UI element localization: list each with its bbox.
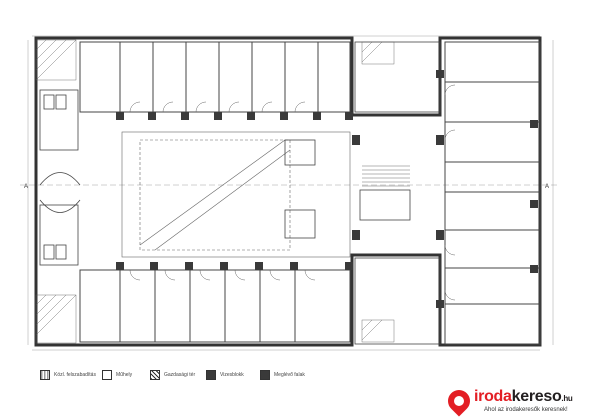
legend-label: Közl. felszabadítás [54, 372, 96, 378]
legend-item: Vizesblokk [206, 368, 244, 382]
legend-swatch-plain [102, 370, 112, 380]
legend-label: Gazdasági tér [164, 372, 196, 378]
legend-item: Műhely [102, 368, 132, 382]
legend-item: Meglévő falak [260, 368, 305, 382]
legend-swatch-hatch [150, 370, 160, 380]
central-core [284, 41, 441, 345]
logo-wordmark: irodakereso.hu [474, 388, 573, 405]
axis-marker-right: A [545, 184, 549, 190]
floor-plan: A A [20, 35, 560, 351]
rooms-top [79, 41, 351, 113]
courtyard [121, 131, 351, 258]
legend-swatch-dark [260, 370, 270, 380]
rooms-bottom [79, 269, 351, 343]
axis-marker-left: A [24, 184, 28, 190]
axis-markers: A A [24, 184, 549, 190]
legend-label: Vizesblokk [220, 372, 244, 378]
hatched-areas [35, 39, 395, 344]
door-swings [129, 84, 456, 301]
legend: Közl. felszabadítás Műhely Gazdasági tér… [40, 368, 360, 382]
legend-item: Közl. felszabadítás [40, 368, 96, 382]
legend-item: Gazdasági tér [150, 368, 195, 382]
logo-tagline: Ahol az irodakeresők keresnek! [484, 407, 568, 413]
restrooms [39, 89, 81, 266]
legend-swatch-tile [40, 370, 50, 380]
location-pin-icon [443, 385, 475, 417]
rooms-right [444, 41, 541, 345]
irodakereso-logo[interactable]: irodakereso.hu Ahol az irodakeresők kere… [443, 385, 593, 418]
columns [116, 70, 538, 308]
legend-label: Meglévő falak [274, 372, 305, 378]
legend-label: Műhely [116, 372, 133, 378]
legend-swatch-dark [206, 370, 216, 380]
